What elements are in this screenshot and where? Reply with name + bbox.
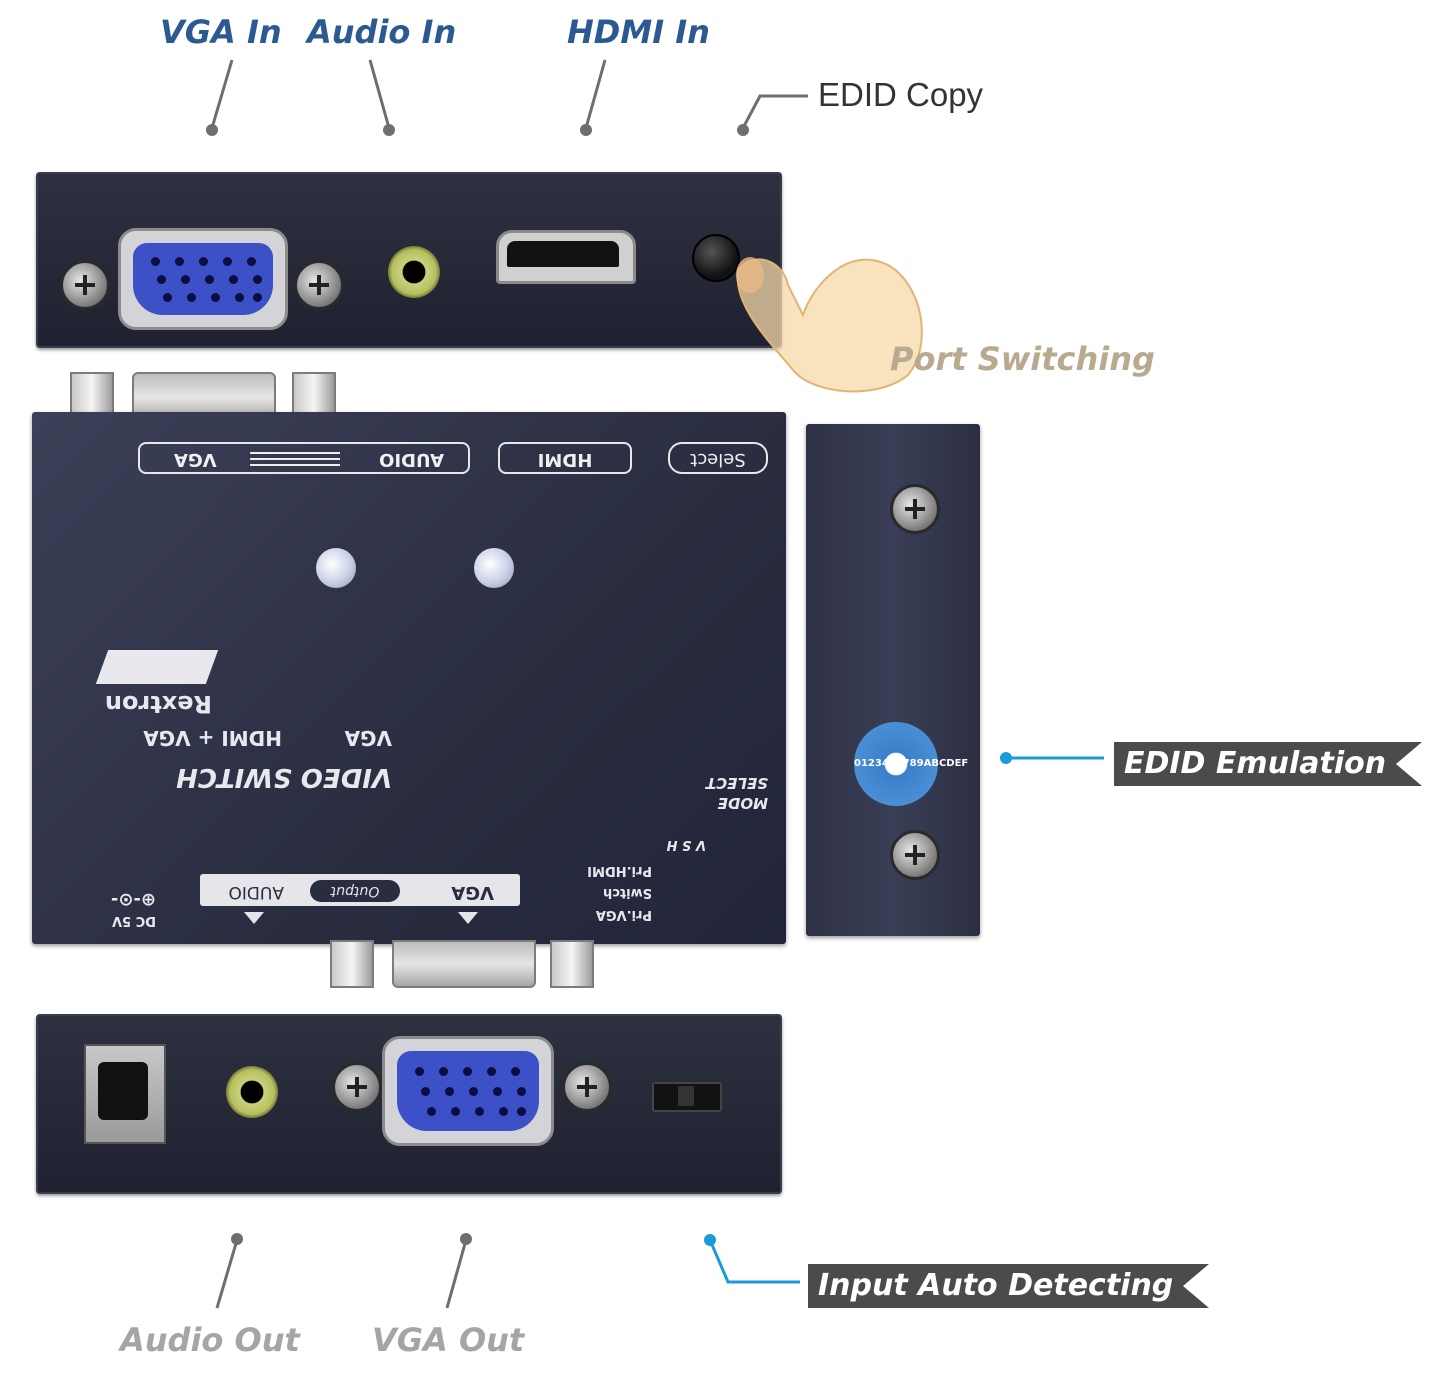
vga-screw-stub — [330, 940, 374, 988]
screw-icon — [890, 830, 940, 880]
device-top-view: AUDIO VGA HDMI Select VIDEO SWITCH VGA H… — [32, 412, 786, 944]
edid-copy-button[interactable] — [692, 234, 740, 282]
screw-icon — [332, 1062, 382, 1112]
dc-power-label: DC 5V ⊕-⊙- — [110, 889, 156, 928]
screw-icon — [60, 260, 110, 310]
hdmi-led-indicator — [474, 548, 514, 588]
vga-out-port — [382, 1036, 554, 1146]
vga-in-port — [118, 228, 288, 330]
callout-audio-in: Audio In — [307, 13, 457, 51]
callout-edid-emulation: EDID Emulation — [1114, 742, 1423, 786]
vga-led-indicator — [316, 548, 356, 588]
dc-power-jack — [84, 1044, 166, 1144]
rextron-logo-icon — [95, 650, 219, 684]
dc-polarity-icon: ⊕-⊙- — [110, 889, 156, 910]
hdmi-in-port — [496, 230, 636, 284]
device-side-view: 0123456789ABCDEF — [806, 424, 980, 936]
audio-out-jack — [226, 1066, 278, 1118]
screw-icon — [562, 1062, 612, 1112]
output-panel — [36, 1014, 782, 1194]
callout-input-auto-detecting: Input Auto Detecting — [808, 1264, 1210, 1308]
audio-in-jack — [388, 246, 440, 298]
label-vga-audio: AUDIO VGA — [138, 442, 470, 474]
callout-vga-in: VGA In — [160, 13, 282, 51]
output-audio-arrow-icon — [244, 912, 264, 924]
callout-vga-out: VGA Out — [372, 1321, 525, 1359]
screw-icon — [294, 260, 344, 310]
device-logo: VIDEO SWITCH VGA HDMI + VGA Rextron — [92, 632, 412, 792]
mode-switch-legend: Pri.VGA Switch Pri.HDMI V S H — [587, 837, 706, 922]
finger-press-icon — [736, 257, 923, 393]
callout-hdmi-in: HDMI In — [567, 13, 710, 51]
output-label-bar: VGA Output AUDIO — [200, 874, 520, 906]
vga-out-back — [392, 940, 536, 988]
edid-emulation-dial[interactable]: 0123456789ABCDEF — [854, 722, 968, 806]
label-select: Select — [668, 442, 768, 474]
callout-audio-out: Audio Out — [120, 1321, 300, 1359]
output-vga-arrow-icon — [458, 912, 478, 924]
callout-edid-copy: EDID Copy — [818, 76, 984, 113]
callout-port-switching: Port Switching — [890, 340, 1155, 378]
mode-select-legend: MODE SELECT — [705, 774, 768, 812]
label-hdmi: HDMI — [498, 442, 632, 474]
screw-icon — [890, 484, 940, 534]
mode-select-switch[interactable] — [652, 1082, 722, 1112]
vga-screw-stub — [550, 940, 594, 988]
input-panel — [36, 172, 782, 348]
